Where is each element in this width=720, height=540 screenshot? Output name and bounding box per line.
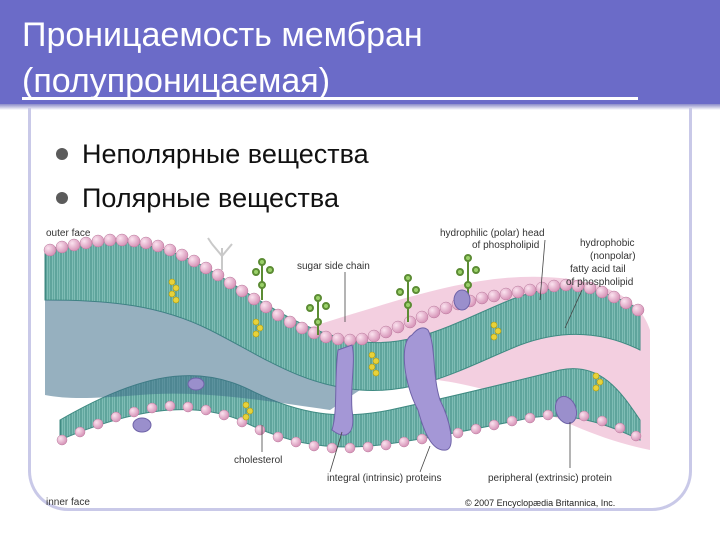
label-nonpolar-tail-4: of phospholipid bbox=[566, 277, 633, 288]
label-peripheral-protein: peripheral (extrinsic) protein bbox=[488, 473, 612, 484]
title-underline bbox=[22, 97, 638, 100]
label-polar-head-1: hydrophilic (polar) head bbox=[440, 228, 545, 239]
bullet-item-polar: Полярные вещества bbox=[56, 176, 369, 220]
copyright-notice: © 2007 Encyclopædia Britannica, Inc. bbox=[465, 498, 615, 508]
outer-head-row bbox=[43, 233, 645, 347]
title-banner: Проницаемость мембран (полупроницаемая) bbox=[0, 0, 720, 104]
label-integral-proteins: integral (intrinsic) proteins bbox=[327, 473, 442, 484]
title-line-2: (полупроницаемая) bbox=[22, 62, 331, 100]
label-inner-face: inner face bbox=[46, 497, 90, 508]
cholesterol-molecules bbox=[168, 278, 604, 421]
bullet-dot-icon bbox=[56, 192, 68, 204]
bullet-dot-icon bbox=[56, 148, 68, 160]
label-nonpolar-tail-1: hydrophobic bbox=[580, 238, 634, 249]
leader-lines bbox=[261, 239, 583, 473]
peripheral-proteins bbox=[132, 289, 578, 433]
label-sugar-side-chain: sugar side chain bbox=[297, 261, 370, 272]
banner-shadow bbox=[0, 104, 720, 110]
sugar-chains bbox=[252, 254, 480, 335]
title-line-1: Проницаемость мембран bbox=[22, 16, 423, 54]
bullet-text: Полярные вещества bbox=[82, 183, 339, 213]
slide-title: Проницаемость мембран (полупроницаемая) bbox=[22, 12, 423, 104]
integral-proteins bbox=[331, 327, 452, 451]
inner-head-row bbox=[56, 400, 642, 454]
sugar-chain-faded bbox=[207, 237, 233, 270]
label-nonpolar-tail-3: fatty acid tail bbox=[570, 264, 626, 275]
bullet-list: Неполярные вещества Полярные вещества bbox=[56, 132, 369, 220]
label-cholesterol: cholesterol bbox=[234, 455, 282, 466]
bullet-item-nonpolar: Неполярные вещества bbox=[56, 132, 369, 176]
bullet-text: Неполярные вещества bbox=[82, 139, 369, 169]
label-outer-face: outer face bbox=[46, 228, 91, 239]
label-nonpolar-tail-2: (nonpolar) bbox=[590, 251, 636, 262]
content-frame bbox=[28, 108, 692, 511]
label-polar-head-2: of phospholipid bbox=[472, 240, 539, 251]
